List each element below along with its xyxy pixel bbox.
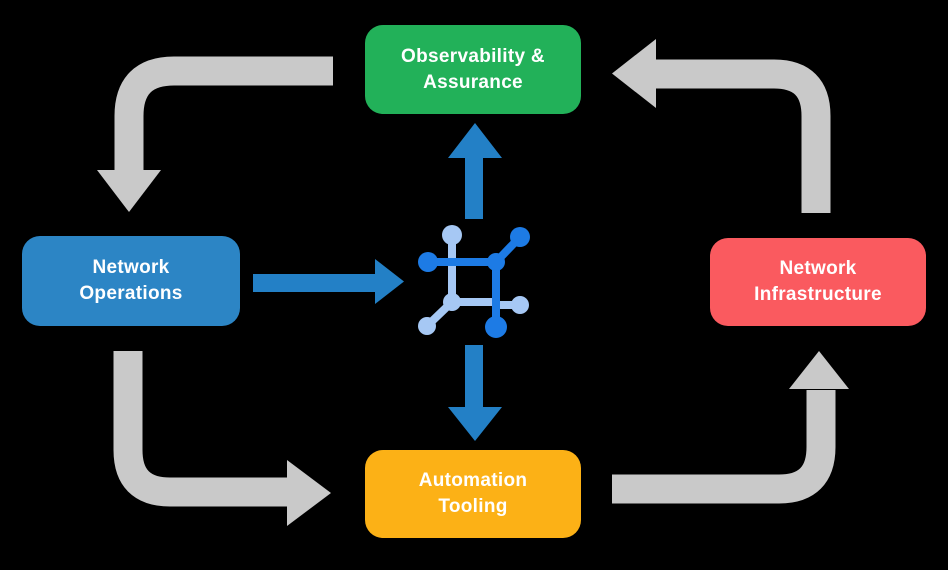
node-label-line2: Operations bbox=[79, 283, 183, 304]
node-label-line1: Automation bbox=[418, 470, 528, 491]
node-label-line1: Network bbox=[92, 257, 170, 278]
arrow-operations-to-automation bbox=[113, 351, 331, 526]
arrow-platform-to-observability bbox=[448, 123, 502, 219]
network-platform-icon bbox=[418, 225, 530, 338]
node-label-line1: Network bbox=[779, 258, 857, 279]
icon-node-right bbox=[511, 296, 529, 314]
arrow-shaft bbox=[654, 59, 831, 213]
node-label-line2: Infrastructure bbox=[754, 284, 882, 305]
node-automation-tooling: Automation Tooling bbox=[365, 450, 581, 538]
icon-node-bottom-left bbox=[418, 317, 436, 335]
arrow-shaft bbox=[114, 56, 333, 172]
node-network-infrastructure: Network Infrastructure bbox=[710, 238, 926, 326]
arrow-head-down bbox=[97, 170, 161, 212]
node-label-line2: Assurance bbox=[423, 71, 523, 93]
arrow-shaft bbox=[113, 351, 289, 507]
arrow-head-left bbox=[612, 39, 656, 108]
icon-node-corner-tr bbox=[487, 253, 505, 271]
arrow-head-right bbox=[287, 460, 331, 526]
node-label-line2: Tooling bbox=[438, 496, 508, 517]
arrow-head-up bbox=[789, 351, 849, 389]
arrow-infrastructure-to-observability bbox=[612, 39, 831, 213]
arrow-platform-to-automation bbox=[448, 345, 502, 441]
icon-node-top bbox=[442, 225, 462, 245]
node-network-operations: Network Operations bbox=[22, 236, 240, 326]
icon-node-bottom bbox=[485, 316, 507, 338]
arrow-observability-to-operations bbox=[97, 56, 333, 212]
arrow-operations-to-platform bbox=[253, 259, 404, 304]
icon-node-corner-bl bbox=[443, 293, 461, 311]
node-label-line1: Observability & bbox=[401, 45, 545, 67]
icon-node-top-right bbox=[510, 227, 530, 247]
arrow-shaft bbox=[612, 390, 836, 504]
icon-light-lines bbox=[423, 231, 524, 330]
icon-node-left bbox=[418, 252, 438, 272]
node-observability-assurance: Observability & Assurance bbox=[365, 25, 581, 114]
arrow-automation-to-infrastructure bbox=[612, 351, 849, 504]
